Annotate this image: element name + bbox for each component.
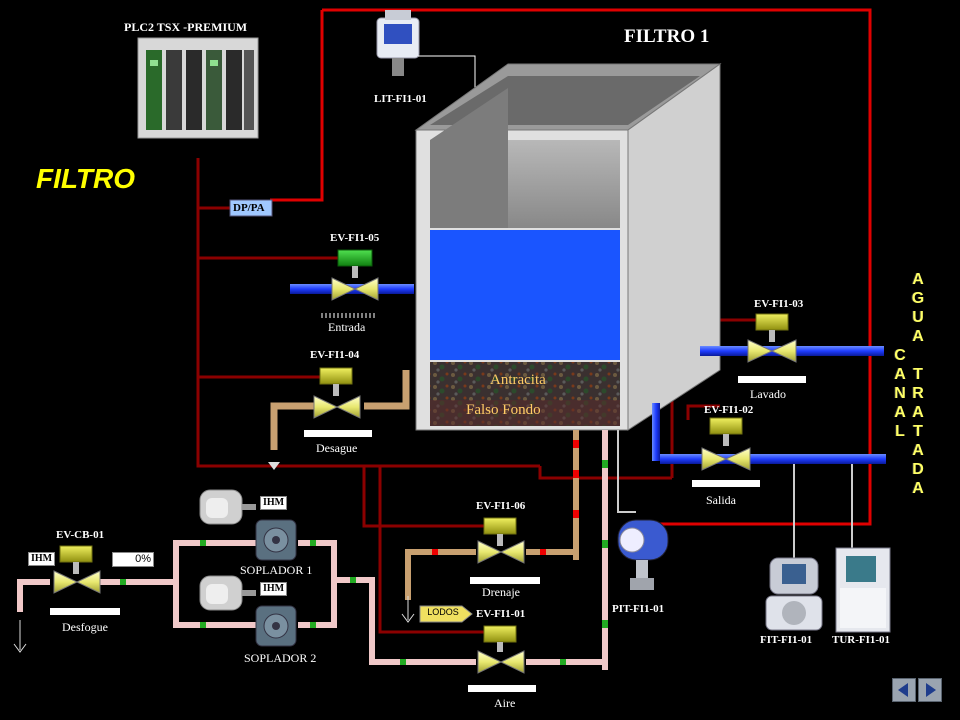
agua-tratada-letter: R [912,385,924,402]
plc-rack [137,37,259,139]
blower-1-label: SOPLADOR 1 [240,563,313,577]
status-bar-desfogue [50,608,120,615]
lodos-arrowhead [401,613,415,623]
next-screen-button[interactable] [918,678,942,702]
valve-name-entrada: Entrada [328,320,366,334]
valve-tag-desague: EV-FI1-04 [310,349,360,361]
layer-false-bottom: Falso Fondo [466,402,541,418]
valve-tag-lavado: EV-FI1-03 [754,298,804,310]
bus-label: DP/PA [233,202,265,214]
filter-tank [414,63,722,431]
valve-tag-salida: EV-FI1-02 [704,404,754,416]
turbidity-analyzer[interactable] [835,547,891,633]
canal-letter: A [894,366,906,383]
flow-transmitter[interactable] [765,557,823,631]
agua-tratada-letter: A [912,442,924,459]
blower-2-mode-button[interactable]: IHM [260,582,288,596]
valve-ev-fi1-04[interactable] [313,367,361,419]
agua-tratada-letter: A [912,271,924,288]
desfogue-opening-field[interactable]: 0% [112,552,154,567]
blower-1-mode-button[interactable]: IHM [260,496,288,510]
level-transmitter-tag: LIT-FI1-01 [374,93,427,105]
canal-letter: L [895,423,905,440]
agua-tratada-letter: A [912,404,924,421]
agua-tratada-letter: G [911,290,925,307]
blower-2[interactable] [199,575,297,647]
valve-ev-cb-01[interactable] [53,545,101,594]
lodos-pointer [419,605,473,623]
agua-tratada-letter: U [912,309,924,326]
valve-name-drenaje: Drenaje [482,585,520,599]
air-network [17,540,606,665]
agua-tratada-letter: T [913,366,923,383]
agua-tratada-letter [910,346,926,365]
flow-transmitter-tag: FIT-FI1-01 [760,634,813,646]
agua-tratada-letter: A [912,480,924,497]
status-bar-drenaje [470,577,540,584]
valve-tag-drenaje: EV-FI1-06 [476,500,526,512]
agua-tratada-letter: A [912,328,924,345]
turbidity-analyzer-tag: TUR-FI1-01 [832,634,891,646]
signal-wiring [270,8,872,526]
plc-label: PLC2 TSX -PREMIUM [124,20,248,34]
drain-arrow-desague [268,462,280,470]
tank-outlet-pipes [573,430,853,670]
valve-name-salida: Salida [706,493,736,507]
salida-line [652,403,886,464]
valve-tag-entrada: EV-FI1-05 [330,232,380,244]
valve-ev-fi1-05[interactable] [331,249,379,301]
status-bar-lavado [738,376,806,383]
valve-ev-fi1-06[interactable] [477,517,525,564]
status-bar-desague [304,430,372,437]
canal-letter: C [894,347,906,364]
previous-screen-button[interactable] [892,678,916,702]
agua-tratada-letter: T [913,423,923,440]
level-transmitter[interactable] [376,10,476,95]
tank-title: FILTRO 1 [624,26,710,47]
blower-2-label: SOPLADOR 2 [244,651,317,665]
valve-ev-fi1-03[interactable] [747,313,797,363]
lodos-label: LODOS [427,607,459,617]
pressure-transmitter-tag: PIT-FI1-01 [612,603,665,615]
valve-name-desague: Desague [316,441,358,455]
screen-title: FILTRO [36,163,136,194]
air-network-marks [120,540,566,665]
valve-tag-desfogue: EV-CB-01 [56,529,105,541]
drenaje-line-dots [432,549,546,555]
agua-tratada-letter: D [912,461,924,478]
pressure-transmitter[interactable] [617,519,669,590]
valve-name-desfogue: Desfogue [62,620,108,634]
status-bar-salida [692,480,760,487]
lodos-label-box: LODOS [420,605,472,621]
valve-ev-fi1-02[interactable] [701,417,751,471]
desfogue-arrowhead [13,643,27,653]
layer-anthracite: Antracita [490,372,546,388]
canal-letter: A [894,404,906,421]
canal-letter: N [894,385,906,402]
valve-name-aire: Aire [494,696,516,710]
valve-tag-aire: EV-FI1-01 [476,608,526,620]
desfogue-mode-button[interactable]: IHM [28,552,56,566]
arrow-left-icon [898,683,908,697]
blower-1[interactable] [199,489,297,561]
valve-name-lavado: Lavado [750,387,786,401]
dppa-coupler [229,199,273,217]
desague-line [270,370,410,450]
valve-ev-fi1-01[interactable] [477,625,525,674]
arrow-right-icon [926,683,936,697]
status-bar-aire [468,685,536,692]
